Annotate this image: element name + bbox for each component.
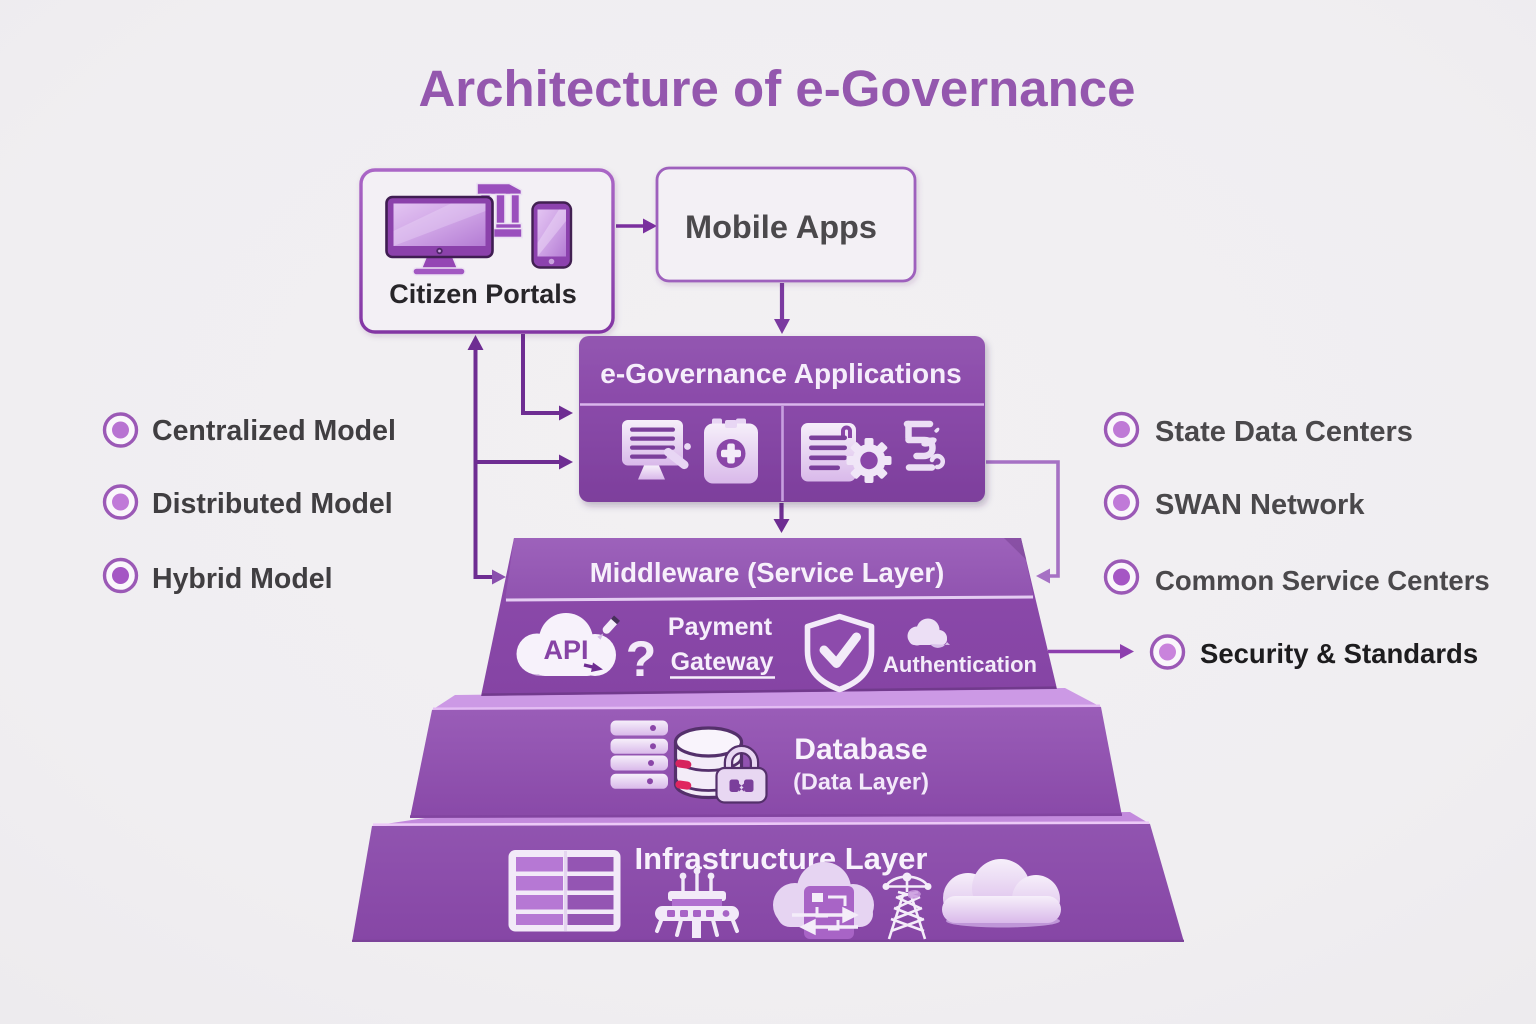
svg-text:State Data Centers: State Data Centers	[1155, 416, 1413, 448]
svg-text:Common Service Centers: Common Service Centers	[1155, 565, 1490, 596]
svg-text:(Data Layer): (Data Layer)	[793, 769, 929, 795]
svg-text:Authentication: Authentication	[883, 652, 1037, 677]
svg-text:Mobile Apps: Mobile Apps	[685, 209, 877, 245]
svg-text:Payment: Payment	[668, 613, 773, 641]
svg-text:?: ?	[626, 631, 657, 687]
svg-text:Security & Standards: Security & Standards	[1200, 638, 1478, 669]
svg-text:e-Governance Applications: e-Governance Applications	[600, 358, 962, 389]
svg-text:SWAN Network: SWAN Network	[1155, 489, 1365, 521]
svg-text:Centralized Model: Centralized Model	[152, 415, 396, 447]
svg-text:Database: Database	[794, 733, 927, 766]
svg-text:Infrastructure Layer: Infrastructure Layer	[635, 841, 928, 876]
svg-text:API: API	[543, 635, 588, 665]
svg-text:Gateway: Gateway	[671, 648, 774, 676]
svg-text:Distributed Model: Distributed Model	[152, 488, 393, 520]
svg-text:Middleware (Service Layer): Middleware (Service Layer)	[590, 557, 945, 588]
svg-text:Hybrid Model: Hybrid Model	[152, 563, 333, 595]
svg-text:Architecture of e-Governance: Architecture of e-Governance	[418, 60, 1135, 117]
svg-text:Citizen Portals: Citizen Portals	[389, 279, 577, 309]
